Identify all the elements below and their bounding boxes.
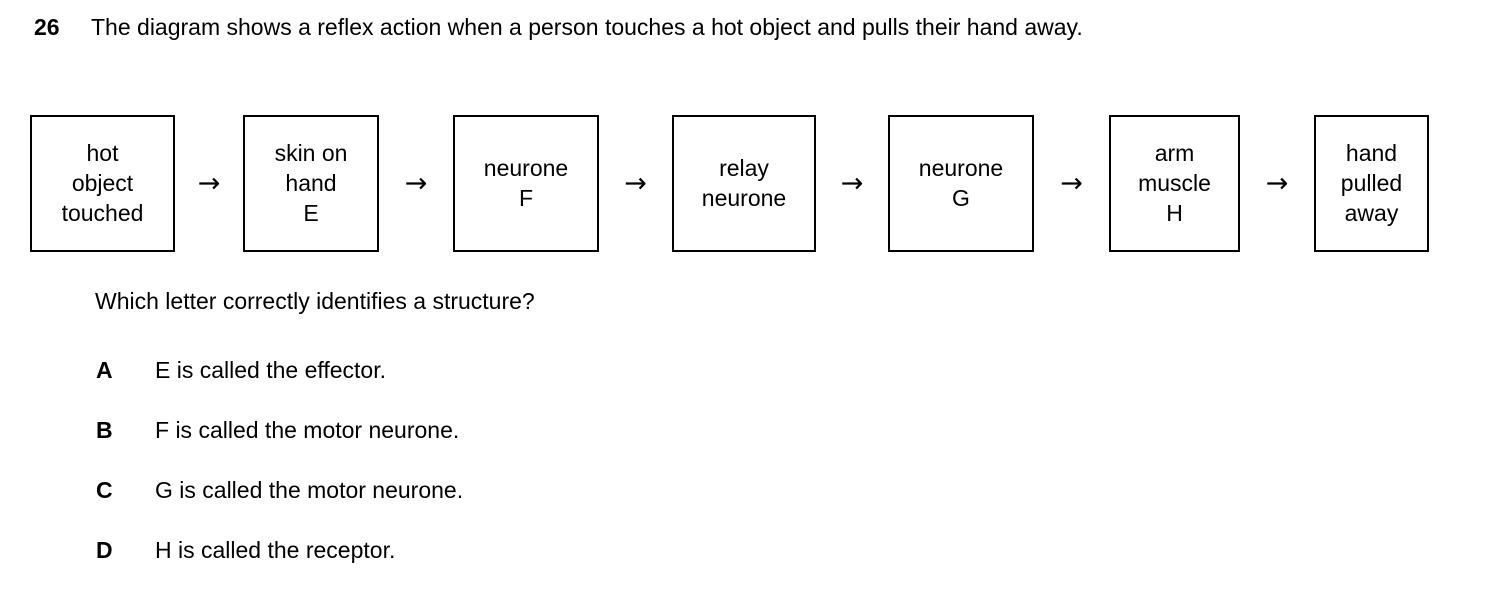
option-a[interactable]: A E is called the effector. bbox=[96, 355, 1096, 415]
flow-box-line: touched bbox=[61, 200, 144, 226]
flow-box-line: hot bbox=[86, 140, 119, 166]
flow-box-line: arm bbox=[1154, 140, 1195, 166]
option-b[interactable]: B F is called the motor neurone. bbox=[96, 415, 1096, 475]
option-d[interactable]: D H is called the receptor. bbox=[96, 535, 1096, 595]
flow-box-line: neurone bbox=[701, 185, 787, 211]
option-letter: B bbox=[96, 417, 113, 443]
option-letter: D bbox=[96, 537, 113, 563]
option-text: F is called the motor neurone. bbox=[155, 417, 460, 443]
option-letter: C bbox=[96, 477, 113, 503]
flow-box-line: object bbox=[71, 170, 134, 196]
flow-box-line: H bbox=[1166, 200, 1183, 226]
flow-box-skin-on-hand-e: skin on hand E bbox=[243, 114, 379, 252]
question-stem-text: The diagram shows a reflex action when a… bbox=[91, 14, 1083, 40]
flow-box-relay-neurone: relay neurone bbox=[672, 114, 816, 252]
arrow-right-icon: → bbox=[624, 167, 647, 199]
arrow-right-icon: → bbox=[1060, 167, 1083, 199]
arrow-right-icon: → bbox=[404, 167, 428, 199]
option-text: G is called the motor neurone. bbox=[155, 477, 464, 503]
flow-box-line: F bbox=[518, 185, 534, 211]
option-text: H is called the receptor. bbox=[155, 537, 396, 563]
flow-box-line: skin on bbox=[274, 140, 348, 166]
flow-box-line: neurone bbox=[918, 155, 1004, 181]
question-number: 26 bbox=[34, 14, 60, 40]
question-stem: 26 The diagram shows a reflex action whe… bbox=[34, 8, 1424, 46]
flow-box-neurone-f: neurone F bbox=[453, 114, 599, 252]
flow-box-line: away bbox=[1344, 200, 1399, 226]
reflex-arc-flow-diagram: hot object touched → skin on hand E → ne… bbox=[30, 113, 1430, 253]
option-text: E is called the effector. bbox=[155, 357, 386, 383]
option-c[interactable]: C G is called the motor neurone. bbox=[96, 475, 1096, 535]
flow-box-line: G bbox=[952, 185, 970, 211]
flow-box-line: hand bbox=[1345, 140, 1398, 166]
flow-box-hand-pulled-away: hand pulled away bbox=[1314, 114, 1429, 252]
flow-box-hot-object-touched: hot object touched bbox=[30, 114, 175, 252]
flow-box-arm-muscle-h: arm muscle H bbox=[1109, 114, 1240, 252]
flow-box-line: relay bbox=[719, 155, 769, 181]
flow-box-line: hand bbox=[285, 170, 337, 196]
answer-options-list: A E is called the effector. B F is calle… bbox=[96, 355, 1096, 595]
flow-box-line: muscle bbox=[1138, 170, 1211, 196]
option-letter: A bbox=[96, 357, 113, 383]
flow-box-line: neurone bbox=[483, 155, 569, 181]
arrow-right-icon: → bbox=[1265, 167, 1289, 199]
arrow-right-icon: → bbox=[197, 167, 221, 199]
lead-in-question: Which letter correctly identifies a stru… bbox=[95, 288, 535, 314]
flow-box-neurone-g: neurone G bbox=[888, 114, 1034, 252]
arrow-right-icon: → bbox=[840, 167, 864, 199]
flow-box-line: pulled bbox=[1340, 170, 1403, 196]
flow-box-line: E bbox=[303, 200, 319, 226]
